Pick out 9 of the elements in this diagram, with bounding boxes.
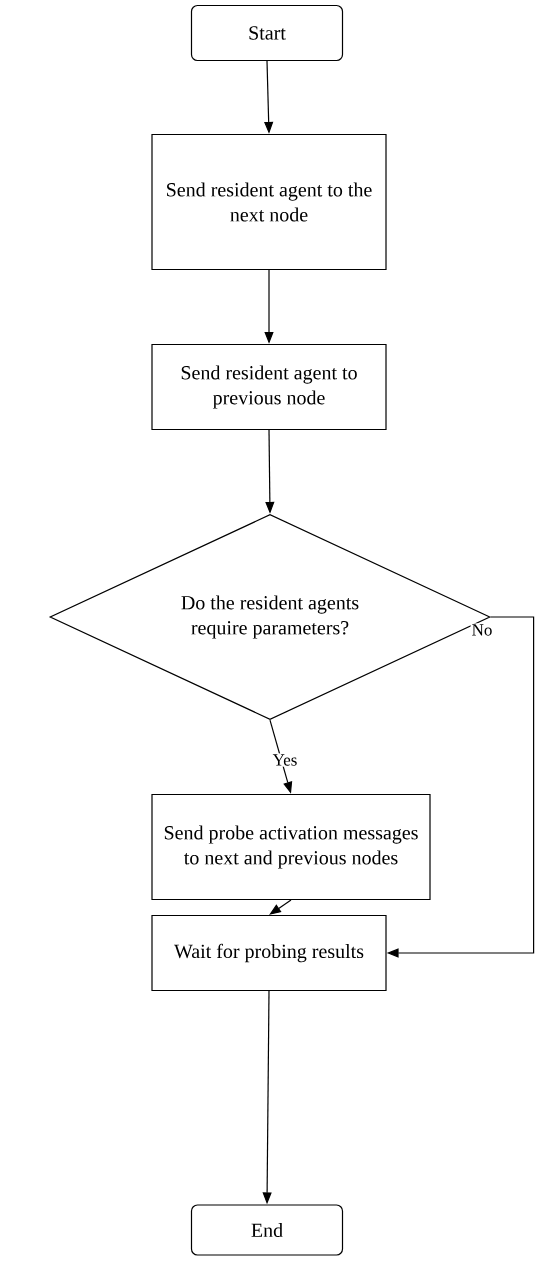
process-box: Send probe activation messages to next and previous nodes: [151, 793, 431, 901]
terminal-box: End: [190, 1204, 344, 1256]
process-box: Wait for probing results: [151, 914, 387, 992]
process-box: Send resident agent to the next node: [151, 133, 387, 271]
arrow: [269, 899, 292, 915]
edge-label: Yes: [272, 754, 297, 766]
process-box: Send resident agent to previous node: [151, 343, 387, 431]
edge-label: No: [472, 624, 492, 636]
terminal-box: Start: [190, 4, 344, 62]
